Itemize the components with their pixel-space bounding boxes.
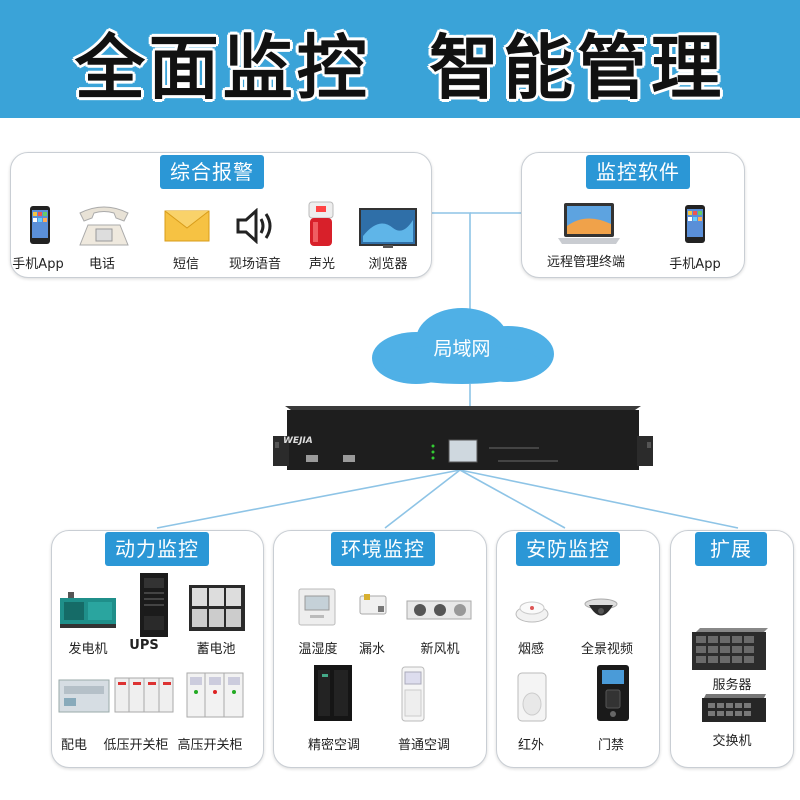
security-panel <box>496 530 660 768</box>
monitoring-host-device <box>273 406 653 470</box>
telephone-icon <box>79 206 129 246</box>
software-panel-title: 监控软件 <box>586 155 690 189</box>
software-item-label: 手机App <box>669 257 721 272</box>
alarm-item-label: 现场语音 <box>228 257 281 272</box>
environment-item-label: 普通空调 <box>397 738 450 753</box>
dome-camera-icon <box>584 598 618 616</box>
environment-item-label: 温湿度 <box>298 642 338 657</box>
power-item-label: UPS <box>129 638 159 653</box>
expansion-panel-title: 扩展 <box>695 532 767 566</box>
smartphone-icon <box>685 205 705 243</box>
device-brand: WEJIA <box>283 436 313 446</box>
access-control-icon <box>597 665 629 721</box>
power-item-label: 配电 <box>60 738 87 753</box>
battery-icon <box>189 585 245 631</box>
alarm-light-icon <box>308 201 334 246</box>
fresh-air-unit-icon <box>406 600 472 620</box>
power-panel <box>51 530 264 768</box>
software-item-label: 远程管理终端 <box>546 255 625 270</box>
thermo-hygrometer-icon <box>298 588 336 626</box>
security-item-label: 烟感 <box>517 642 544 657</box>
monitor-icon <box>359 208 417 248</box>
envelope-icon <box>164 210 210 242</box>
environment-item-label: 漏水 <box>358 642 385 657</box>
page-title: 全面监控 智能管理 <box>74 27 726 109</box>
power-item-label: 发电机 <box>68 642 108 657</box>
alarm-item-label: 浏览器 <box>368 257 408 272</box>
security-panel-title: 安防监控 <box>516 532 620 566</box>
low-voltage-cabinet-icon <box>114 677 174 713</box>
alarm-item-label: 电话 <box>88 257 115 272</box>
generator-icon <box>60 592 116 628</box>
environment-item-label: 精密空调 <box>307 738 360 753</box>
speaker-icon <box>236 208 272 244</box>
environment-panel <box>273 530 487 768</box>
ups-icon <box>140 573 168 637</box>
server-icon <box>692 628 768 670</box>
alarm-item-label: 手机App <box>12 257 64 272</box>
header-banner: 全面监控 智能管理 <box>0 0 800 118</box>
laptop-icon <box>558 203 620 244</box>
power-item-label: 低压开关柜 <box>103 738 169 753</box>
environment-panel-title: 环境监控 <box>331 532 435 566</box>
water-leak-sensor-icon <box>359 594 387 615</box>
network-label: 局域网 <box>433 338 491 360</box>
alarm-item-label: 短信 <box>172 257 199 272</box>
precision-ac-icon <box>314 665 352 721</box>
expansion-item-label: 交换机 <box>712 734 752 749</box>
smoke-detector-icon <box>515 601 549 623</box>
security-item-label: 门禁 <box>597 738 624 753</box>
power-panel-title: 动力监控 <box>105 532 209 566</box>
switch-icon <box>702 694 766 722</box>
distribution-icon <box>58 679 110 713</box>
standard-ac-icon <box>401 666 425 722</box>
expansion-item-label: 服务器 <box>712 678 752 693</box>
cloud-icon <box>372 308 554 384</box>
power-item-label: 高压开关柜 <box>177 738 243 753</box>
security-item-label: 全景视频 <box>580 642 633 657</box>
infrared-sensor-icon <box>517 672 547 722</box>
security-item-label: 红外 <box>517 738 544 753</box>
environment-item-label: 新风机 <box>420 642 460 657</box>
smartphone-icon <box>30 206 50 244</box>
alarm-item-label: 声光 <box>308 257 335 272</box>
alarm-panel-title: 综合报警 <box>160 155 264 189</box>
high-voltage-cabinet-icon <box>186 672 244 718</box>
power-item-label: 蓄电池 <box>196 642 236 657</box>
